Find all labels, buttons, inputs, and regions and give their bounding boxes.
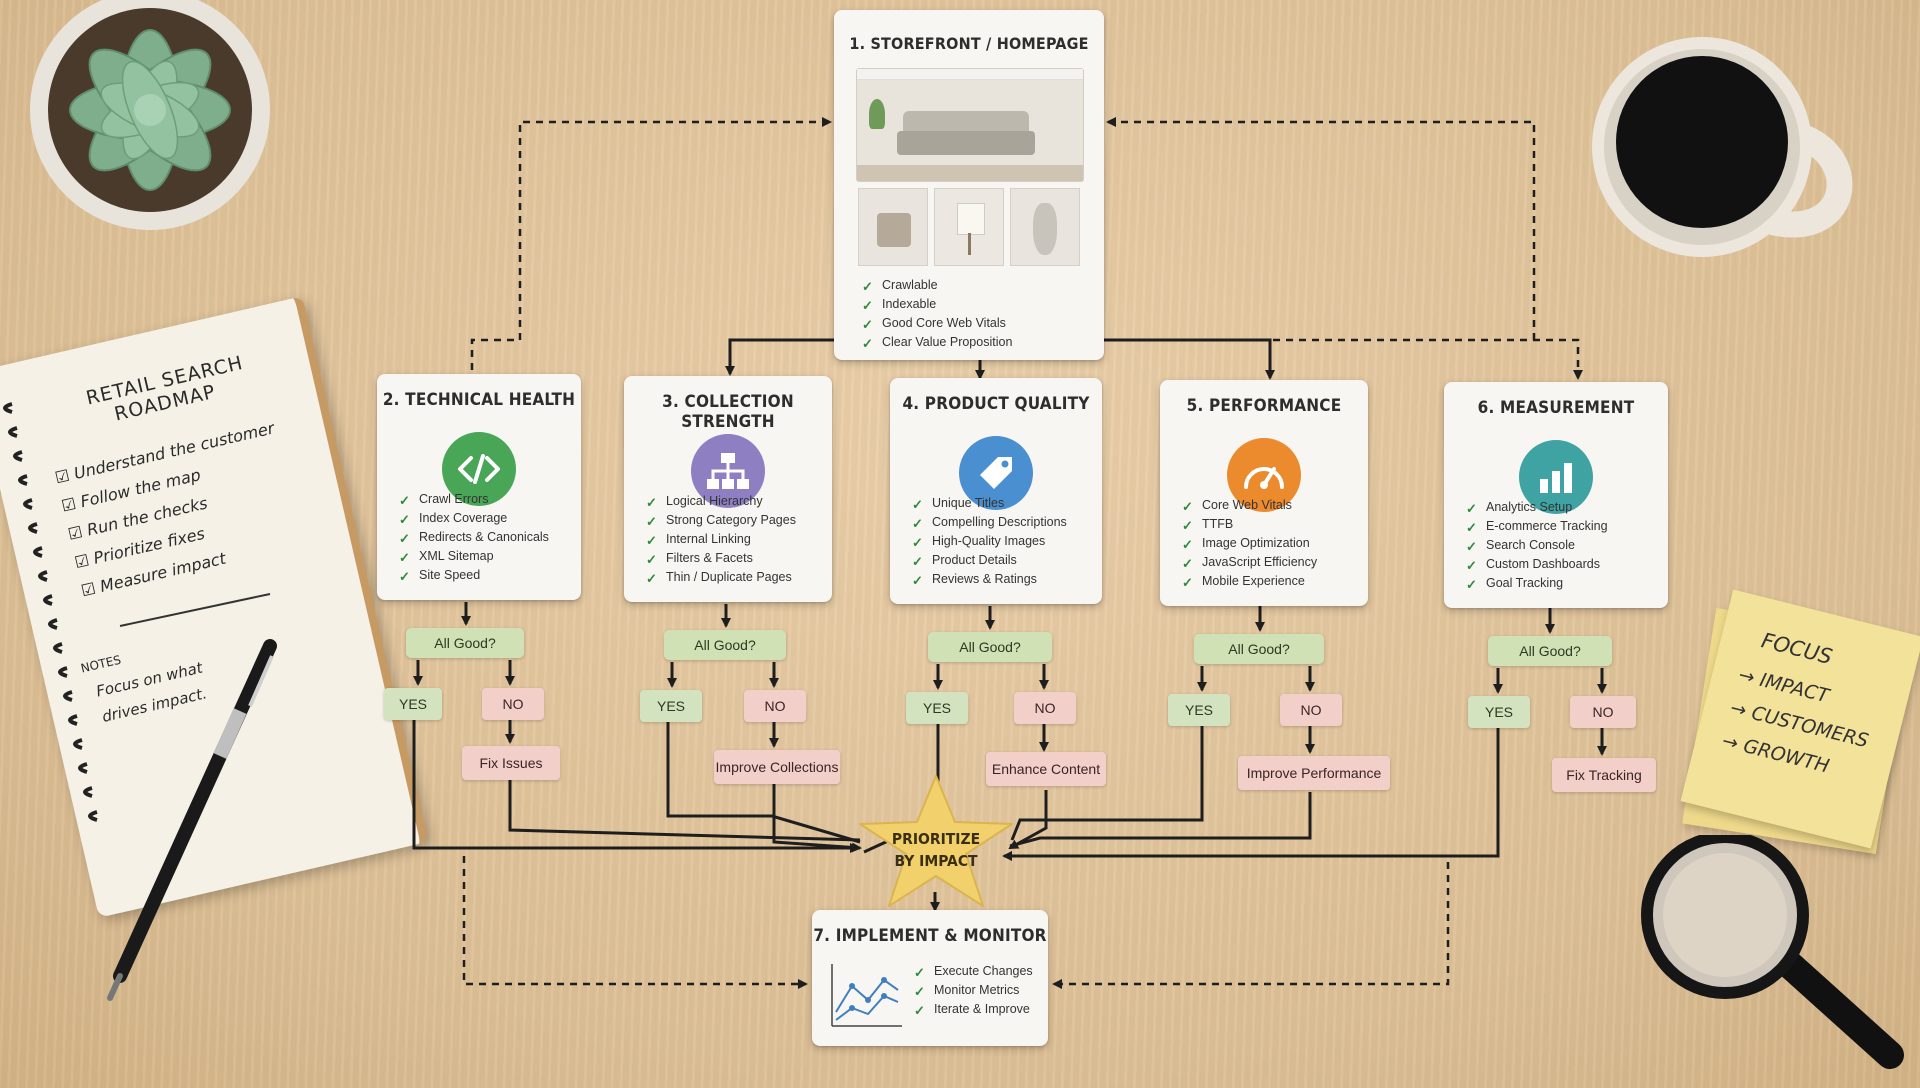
- card-checklist: ✓Crawl Errors ✓Index Coverage ✓Redirects…: [397, 490, 573, 585]
- check-item: ✓Index Coverage: [399, 511, 508, 527]
- card-title: 6. MEASUREMENT: [1477, 398, 1635, 418]
- storefront-thumb-vase: [1010, 188, 1080, 266]
- check-item: ✓Unique Titles: [912, 496, 1005, 512]
- code-icon: [442, 432, 516, 506]
- performance-card: 5. PERFORMANCE ✓Core Web Vitals ✓TTFB ✓I…: [1160, 380, 1368, 606]
- card-title: 3. COLLECTION STRENGTH: [662, 392, 794, 432]
- check-item: ✓Site Speed: [399, 568, 481, 584]
- no-box: NO: [1570, 696, 1636, 728]
- check-item: ✓Redirects & Canonicals: [399, 530, 549, 546]
- yes-box: YES: [1468, 696, 1530, 728]
- card-checklist: ✓Unique Titles ✓Compelling Descriptions …: [910, 494, 1094, 589]
- card-title: 2. TECHNICAL HEALTH: [382, 390, 576, 410]
- card-checklist: ✓Analytics Setup ✓E-commerce Tracking ✓S…: [1464, 498, 1660, 593]
- action-box: Improve Performance: [1238, 756, 1390, 790]
- check-item: ✓Reviews & Ratings: [912, 572, 1037, 588]
- check-item: ✓Filters & Facets: [646, 551, 753, 567]
- prioritize-label: PRIORITIZE BY IMPACT: [891, 830, 981, 870]
- implement-monitor-card: 7. IMPLEMENT & MONITOR ✓Execute Changes …: [812, 910, 1048, 1046]
- check-item: ✓Iterate & Improve: [914, 1002, 1030, 1018]
- check-item: ✓Execute Changes: [914, 964, 1033, 980]
- check-item: ✓Product Details: [912, 553, 1017, 569]
- no-box: NO: [482, 688, 544, 720]
- check-item: ✓Core Web Vitals: [1182, 498, 1292, 514]
- check-item: ✓High-Quality Images: [912, 534, 1046, 550]
- check-item: ✓Strong Category Pages: [646, 513, 796, 529]
- storefront-thumb-lamp: [934, 188, 1004, 266]
- storefront-hero-image: [856, 68, 1084, 182]
- storefront-title: 1. STOREFRONT / HOMEPAGE: [849, 34, 1089, 53]
- prioritize-star: [859, 775, 1013, 907]
- check-item: ✓Image Optimization: [1182, 536, 1310, 552]
- check-item: ✓Good Core Web Vitals: [862, 316, 1006, 332]
- check-item: ✓Goal Tracking: [1466, 576, 1564, 592]
- tag-icon: [959, 436, 1033, 510]
- succulent-plant-decoration: [30, 0, 270, 230]
- action-box: Enhance Content: [986, 752, 1106, 786]
- bar-chart-icon: [1519, 440, 1593, 514]
- card-title: 7. IMPLEMENT & MONITOR: [813, 926, 1047, 946]
- check-item: ✓Indexable: [862, 297, 937, 313]
- coffee-mug-decoration: [1592, 37, 1853, 257]
- yes-box: YES: [384, 688, 442, 720]
- yes-box: YES: [1168, 694, 1230, 726]
- check-item: ✓Mobile Experience: [1182, 574, 1305, 590]
- decision-box: All Good?: [664, 630, 786, 660]
- check-item: ✓TTFB: [1182, 517, 1234, 533]
- no-box: NO: [1014, 692, 1076, 724]
- check-item: ✓Search Console: [1466, 538, 1575, 554]
- technical-health-card: 2. TECHNICAL HEALTH ✓Crawl Errors ✓Index…: [377, 374, 581, 600]
- card-title: 5. PERFORMANCE: [1186, 396, 1342, 416]
- card-checklist: ✓Core Web Vitals ✓TTFB ✓Image Optimizati…: [1180, 496, 1360, 591]
- check-item: ✓XML Sitemap: [399, 549, 494, 565]
- card-checklist: ✓Execute Changes ✓Monitor Metrics ✓Itera…: [912, 962, 1040, 1019]
- decision-box: All Good?: [1488, 636, 1612, 666]
- pen-decoration: [107, 639, 277, 1001]
- decision-box: All Good?: [928, 632, 1052, 662]
- check-item: ✓Thin / Duplicate Pages: [646, 570, 792, 586]
- yes-box: YES: [906, 692, 968, 724]
- check-item: ✓E-commerce Tracking: [1466, 519, 1608, 535]
- yes-box: YES: [640, 690, 702, 722]
- product-quality-card: 4. PRODUCT QUALITY ✓Unique Titles ✓Compe…: [890, 378, 1102, 604]
- check-item: ✓Monitor Metrics: [914, 983, 1020, 999]
- check-item: ✓Internal Linking: [646, 532, 751, 548]
- decision-box: All Good?: [1194, 634, 1324, 664]
- storefront-checklist: ✓Crawlable ✓Indexable ✓Good Core Web Vit…: [860, 276, 1096, 352]
- check-item: ✓Custom Dashboards: [1466, 557, 1600, 573]
- measurement-card: 6. MEASUREMENT ✓Analytics Setup ✓E-comme…: [1444, 382, 1668, 608]
- line-chart-icon: [831, 964, 902, 1027]
- card-checklist: ✓Logical Hierarchy ✓Strong Category Page…: [644, 492, 824, 587]
- storefront-thumb-chair: [858, 188, 928, 266]
- check-item: ✓Compelling Descriptions: [912, 515, 1067, 531]
- notebook: RETAIL SEARCH ROADMAP ☑ Understand the c…: [0, 296, 429, 1001]
- action-box: Fix Tracking: [1552, 758, 1656, 792]
- decision-box: All Good?: [406, 628, 524, 658]
- action-box: Improve Collections: [714, 750, 840, 784]
- check-item: ✓Clear Value Proposition: [862, 335, 1013, 351]
- storefront-card: 1. STOREFRONT / HOMEPAGE ✓Crawlable ✓Ind…: [834, 10, 1104, 360]
- speedometer-icon: [1227, 438, 1301, 512]
- card-title: 4. PRODUCT QUALITY: [902, 394, 1090, 414]
- sticky-line: FOCUS: [1759, 628, 1835, 670]
- action-box: Fix Issues: [462, 746, 560, 780]
- check-item: ✓Crawlable: [862, 278, 938, 294]
- check-item: ✓JavaScript Efficiency: [1182, 555, 1318, 571]
- check-item: ✓Analytics Setup: [1466, 500, 1573, 516]
- collection-strength-card: 3. COLLECTION STRENGTH ✓Logical Hierarch…: [624, 376, 832, 602]
- no-box: NO: [1280, 694, 1342, 726]
- check-item: ✓Crawl Errors: [399, 492, 489, 508]
- no-box: NO: [744, 690, 806, 722]
- magnifying-glass-decoration: [1641, 835, 1904, 1069]
- hierarchy-icon: [691, 434, 765, 508]
- check-item: ✓Logical Hierarchy: [646, 494, 763, 510]
